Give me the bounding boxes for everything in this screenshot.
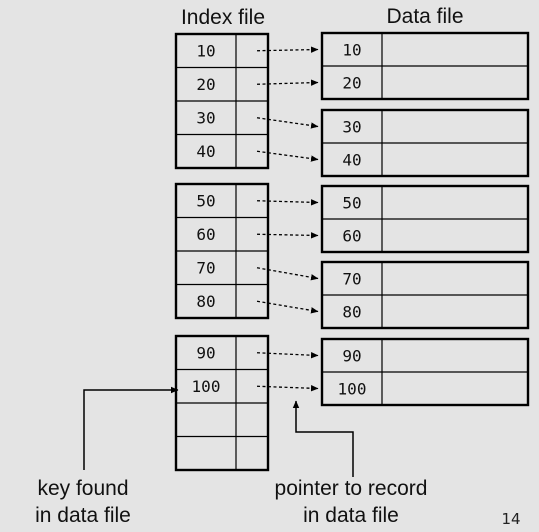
record-key: 80	[342, 303, 361, 322]
pointer-caption-line-2: in data file	[303, 504, 399, 527]
pointer-to-record-arrow	[292, 400, 354, 477]
index-block: 10 20 30 40	[174, 32, 270, 170]
key-found-caption-line-2: in data file	[35, 504, 131, 527]
data-file: 10 20 30 40 50 60 70 80 90 100	[320, 31, 530, 407]
record-pointer-arrow	[256, 79, 319, 86]
index-key: 60	[196, 225, 215, 244]
record-key: 60	[342, 227, 361, 246]
record-key: 50	[342, 194, 361, 213]
index-key: 20	[196, 75, 215, 94]
index-key: 50	[196, 191, 215, 210]
record-pointer-arrow	[256, 385, 319, 392]
index-key: 100	[192, 377, 221, 396]
pointer-caption-line-1: pointer to record	[275, 477, 428, 500]
index-key: 40	[196, 142, 215, 161]
data-file-heading: Data file	[386, 5, 463, 28]
data-block: 90 100	[320, 337, 530, 407]
pointer-arrows	[256, 46, 319, 392]
record-pointer-arrow	[256, 232, 319, 239]
page-number: 14	[501, 510, 520, 528]
record-key: 100	[338, 380, 367, 399]
index-file: 10 20 30 40 50 60 70 80 90 100	[174, 32, 270, 472]
record-pointer-arrow	[256, 150, 319, 162]
data-block: 70 80	[320, 260, 530, 330]
index-block: 50 60 70 80	[174, 182, 270, 320]
record-key: 90	[342, 347, 361, 366]
index-key: 70	[196, 258, 215, 277]
record-key: 30	[342, 118, 361, 137]
data-block: 30 40	[320, 108, 530, 178]
index-key: 10	[196, 41, 215, 60]
data-block: 10 20	[320, 31, 530, 101]
index-block: 90 100	[174, 334, 270, 472]
key-found-caption-line-1: key found	[37, 477, 128, 500]
key-found-arrow	[83, 386, 179, 470]
index-key: 90	[196, 343, 215, 362]
record-key: 70	[342, 270, 361, 289]
record-pointer-arrow	[256, 300, 319, 314]
index-file-heading: Index file	[181, 6, 265, 29]
record-key: 20	[342, 74, 361, 93]
record-pointer-arrow	[256, 117, 319, 129]
index-key: 80	[196, 292, 215, 311]
record-key: 10	[342, 41, 361, 60]
record-key: 40	[342, 151, 361, 170]
record-pointer-arrow	[256, 267, 319, 281]
record-pointer-arrow	[256, 46, 319, 53]
data-block: 50 60	[320, 184, 530, 254]
record-pointer-arrow	[256, 351, 319, 359]
record-pointer-arrow	[256, 199, 319, 206]
index-key: 30	[196, 108, 215, 127]
